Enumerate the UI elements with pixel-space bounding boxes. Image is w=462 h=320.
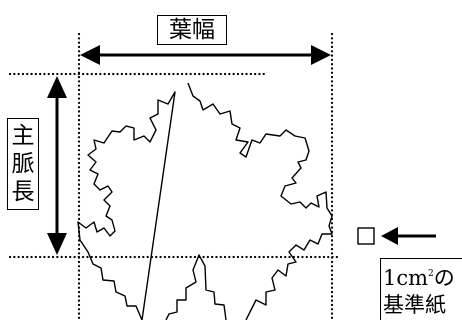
main-vein-length-char-2: 脈 — [11, 151, 35, 177]
reference-label-unit: 1cm — [383, 266, 429, 290]
reference-pointer-arrow — [381, 227, 436, 245]
main-vein-length-label: 主 脈 長 — [7, 118, 39, 210]
reference-label-line-1: 1cm2の — [383, 261, 462, 292]
main-vein-length-arrow — [47, 76, 67, 255]
reference-label-superscript: 2 — [428, 269, 434, 279]
leaf-width-arrow — [80, 45, 331, 65]
reference-label-particle: の — [433, 266, 455, 290]
reference-label-line-2: 基準紙 — [383, 293, 446, 317]
grape-leaf-outline — [77, 82, 333, 320]
main-vein-length-char-1: 主 — [11, 123, 35, 149]
leaf-width-label: 葉幅 — [157, 15, 227, 45]
reference-square — [357, 227, 375, 245]
reference-paper-label: 1cm2の 基準紙 — [380, 258, 462, 320]
main-vein-length-char-3: 長 — [11, 179, 35, 205]
